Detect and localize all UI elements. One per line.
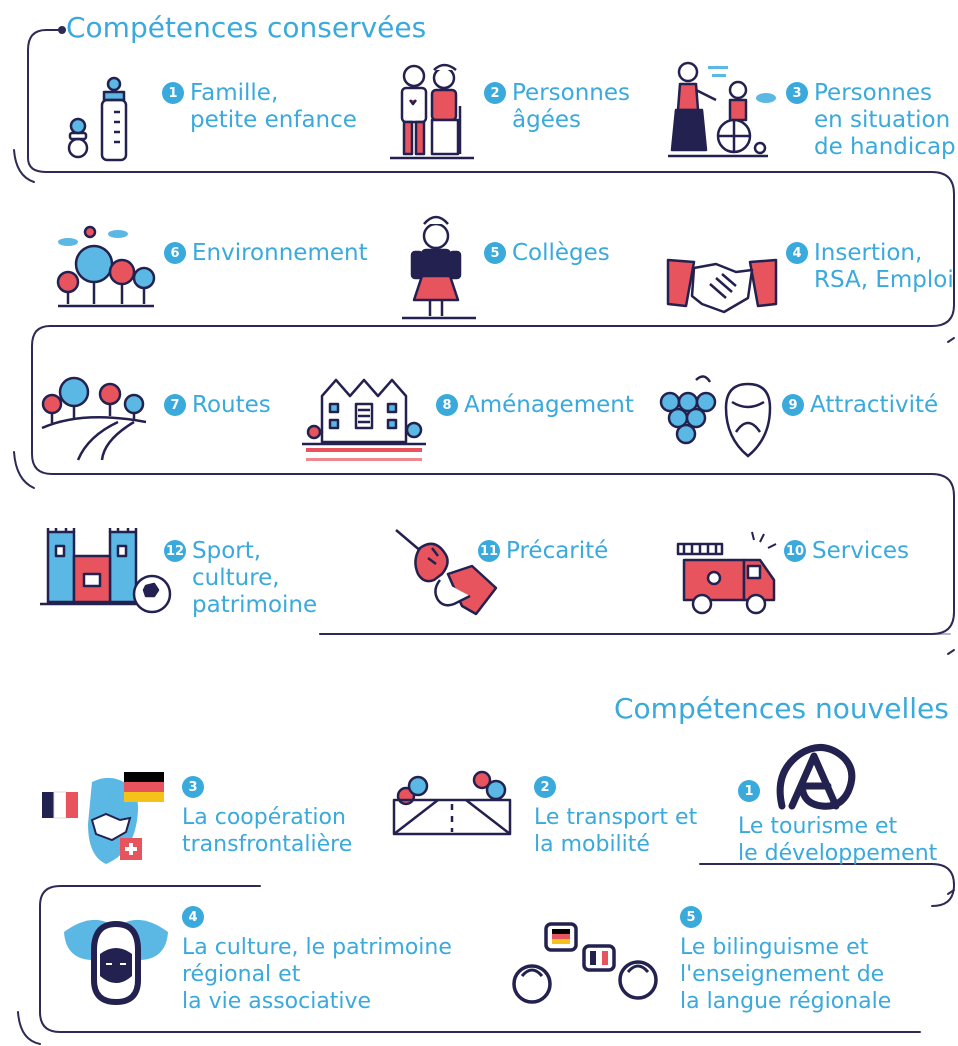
number-badge: 8 (436, 394, 458, 416)
number-badge: 4 (786, 242, 808, 264)
elderly-couple-icon (390, 63, 474, 160)
fire-truck-icon (676, 531, 777, 615)
item-label: Environnement (192, 240, 368, 266)
baby-bottle-icon (67, 76, 128, 162)
item-label: Sport, culture, patrimoine (192, 538, 318, 618)
new-item-1-badge: 1 (738, 778, 766, 802)
bridge-road-icon (392, 770, 512, 836)
new-item-5: 5 Le bilinguisme et l'enseignement de la… (680, 906, 891, 1015)
wheelchair-icon (668, 61, 776, 158)
number-badge: 3 (786, 82, 808, 104)
houses-icon (302, 378, 426, 461)
item-label: Collèges (512, 240, 610, 266)
number-badge: 2 (484, 82, 506, 104)
conserved-item-5: 5 Collèges (484, 240, 610, 267)
conserved-item-8: 8 Aménagement (436, 392, 634, 419)
conserved-item-11: 11 Précarité (478, 538, 608, 565)
alsace-logo-icon (776, 744, 856, 810)
conserved-item-7: 7 Routes (164, 392, 271, 419)
conserved-item-1: 1 Famille, petite enfance (162, 80, 357, 134)
item-label: Précarité (506, 538, 609, 564)
number-badge: 3 (182, 776, 204, 798)
item-label: Aménagement (464, 392, 634, 418)
trees-icon (56, 225, 156, 308)
item-label: La coopération transfrontalière (182, 805, 353, 857)
speaking-people-icon (512, 922, 658, 1004)
section-title-conserved: Compétences conservées (66, 11, 427, 44)
number-badge: 2 (534, 776, 556, 798)
helping-hand-icon (395, 529, 498, 616)
conserved-item-12: 12 Sport, culture, patrimoine (164, 538, 317, 619)
item-label: Routes (192, 392, 271, 418)
student-icon (402, 215, 476, 320)
item-label: Personnes en situation de handicap (814, 80, 956, 160)
road-icon (41, 376, 147, 461)
number-badge: 7 (164, 394, 186, 416)
new-item-1-label: Le tourisme et le développement (738, 814, 938, 866)
handshake-icon (666, 258, 778, 314)
grapes-pretzel-icon (659, 375, 772, 458)
number-badge: 1 (162, 82, 184, 104)
flags-handshake-icon (42, 772, 164, 864)
conserved-item-3: 3 Personnes en situation de handicap (786, 80, 956, 161)
conserved-item-2: 2 Personnes âgées (484, 80, 630, 134)
item-label: Personnes âgées (512, 80, 630, 133)
new-item-3: 3 La coopération transfrontalière (182, 776, 352, 858)
item-label: Le bilinguisme et l'enseignement de la l… (680, 935, 892, 1014)
number-badge: 9 (782, 394, 804, 416)
item-label: Le transport et la mobilité (534, 805, 698, 857)
conserved-item-6: 6 Environnement (164, 240, 368, 267)
section-title-new: Compétences nouvelles (614, 692, 949, 725)
number-badge: 4 (182, 906, 204, 928)
number-badge: 5 (680, 906, 702, 928)
item-label: Services (812, 538, 909, 564)
item-label: Attractivité (810, 392, 939, 418)
number-badge: 1 (738, 780, 760, 802)
item-label: Insertion, RSA, Emploi (814, 240, 954, 293)
item-label: Famille, petite enfance (190, 80, 357, 133)
number-badge: 6 (164, 242, 186, 264)
number-badge: 12 (164, 540, 186, 562)
new-item-2: 2 Le transport et la mobilité (534, 776, 697, 858)
conserved-item-9: 9 Attractivité (782, 392, 938, 419)
number-badge: 11 (478, 540, 500, 562)
number-badge: 5 (484, 242, 506, 264)
item-label: La culture, le patrimoine régional et la… (182, 935, 452, 1014)
new-item-4: 4 La culture, le patrimoine régional et … (182, 906, 452, 1015)
castle-ball-icon (40, 528, 172, 614)
alsatian-woman-icon (64, 919, 168, 1005)
number-badge: 10 (784, 540, 806, 562)
conserved-item-10: 10 Services (784, 538, 909, 565)
conserved-item-4: 4 Insertion, RSA, Emploi (786, 240, 954, 294)
